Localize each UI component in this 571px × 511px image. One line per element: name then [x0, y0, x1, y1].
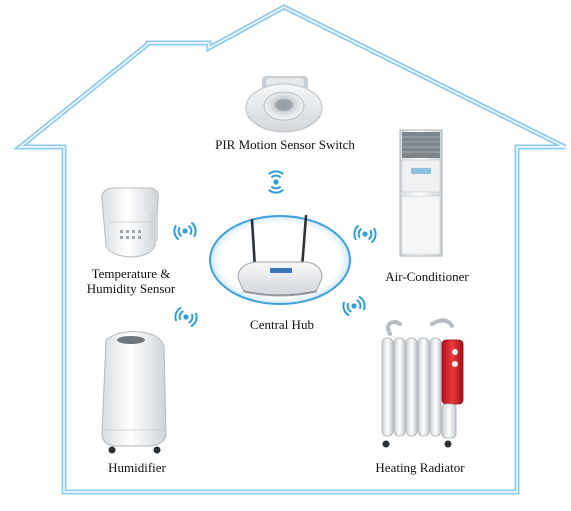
- temperature-label-line-1: Temperature &: [91, 266, 171, 281]
- wifi-signal-icon: [352, 224, 378, 244]
- humidifier-image: [101, 331, 167, 454]
- air-conditioner-label: Air-Conditioner: [385, 269, 469, 284]
- humidifier-label: Humidifier: [108, 460, 166, 475]
- heating-radiator-label: Heating Radiator: [375, 460, 465, 475]
- heating-radiator-image: [381, 318, 464, 448]
- air-conditioner-image: [399, 129, 443, 257]
- central-hub-image: [209, 214, 351, 305]
- temperature-label-line-2: Humidity Sensor: [86, 281, 176, 296]
- pir-motion-sensor-label: PIR Motion Sensor Switch: [215, 137, 355, 152]
- temperature-humidity-sensor-image: [101, 187, 159, 258]
- wifi-signal-icon: [172, 221, 198, 241]
- pir-motion-sensor-image: [245, 76, 323, 133]
- central-hub-label: Central Hub: [250, 317, 314, 332]
- wifi-signal-icon: [340, 295, 368, 317]
- wifi-signal-icon: [268, 170, 284, 194]
- house-outline-icon: [12, 4, 567, 495]
- temperature-humidity-sensor-label: Temperature & Humidity Sensor: [70, 266, 192, 296]
- wifi-signal-icon: [172, 306, 200, 328]
